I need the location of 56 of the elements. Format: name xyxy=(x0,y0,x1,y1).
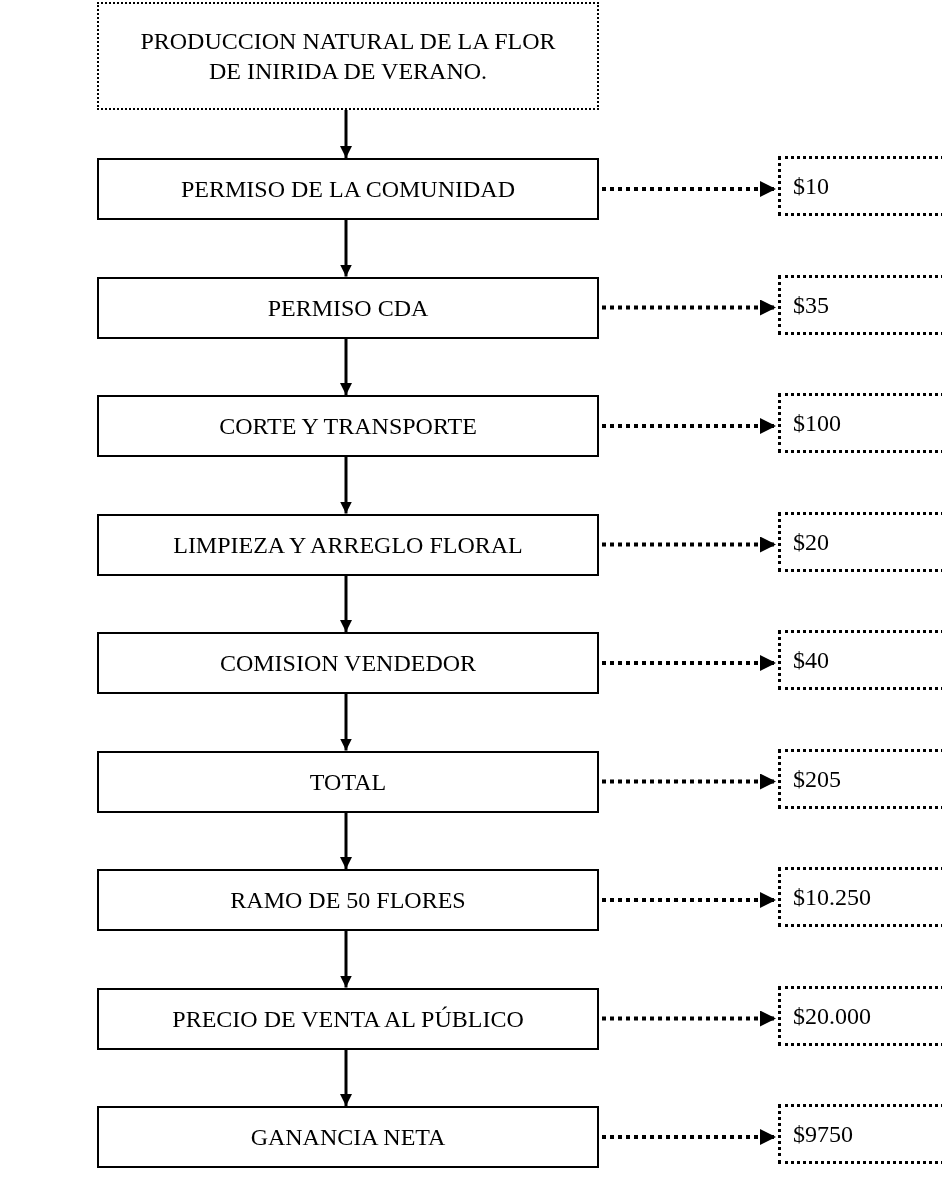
cost-box xyxy=(778,1104,942,1164)
dotted-arrow xyxy=(602,536,776,553)
arrow xyxy=(340,812,352,869)
dotted-arrow xyxy=(602,1129,776,1145)
process-box xyxy=(97,1106,599,1168)
node-text: $100 xyxy=(793,409,841,438)
dotted-arrow xyxy=(602,181,776,197)
arrow xyxy=(340,931,352,988)
process-box xyxy=(97,158,599,220)
node-text: PRODUCCION NATURAL DE LA FLOR DE INIRIDA DE VERANO. xyxy=(139,27,557,86)
node-text: $9750 xyxy=(793,1120,853,1149)
node-text: LIMPIEZA Y ARREGLO FLORAL xyxy=(173,530,523,560)
arrow xyxy=(340,220,352,277)
node-text: $205 xyxy=(793,764,841,794)
arrow xyxy=(340,575,352,632)
node-text: $35 xyxy=(793,290,829,320)
dotted-arrow xyxy=(602,418,776,434)
node-text: $40 xyxy=(793,646,829,675)
cost-box xyxy=(778,156,942,216)
process-box xyxy=(97,869,599,931)
process-box xyxy=(97,2,599,110)
process-box xyxy=(97,987,599,1050)
arrow xyxy=(340,457,352,514)
dotted-arrow xyxy=(602,1010,776,1027)
cost-box xyxy=(778,630,942,690)
cost-box xyxy=(778,985,942,1046)
node-text: $20 xyxy=(793,527,829,557)
arrow xyxy=(340,694,352,751)
arrow xyxy=(340,110,352,158)
cost-box xyxy=(778,274,942,335)
process-box xyxy=(97,276,599,339)
cost-box xyxy=(778,748,942,809)
node-text: $10.250 xyxy=(793,883,871,912)
process-box xyxy=(97,395,599,457)
dotted-arrow xyxy=(602,892,776,908)
cost-box xyxy=(778,511,942,572)
node-text: $20.000 xyxy=(793,1001,871,1031)
arrow xyxy=(340,338,352,395)
cost-box xyxy=(778,867,942,927)
cost-box xyxy=(778,393,942,453)
arrow xyxy=(340,1049,352,1106)
node-text: $10 xyxy=(793,172,829,201)
dotted-arrow xyxy=(602,773,776,790)
node-text: COMISION VENDEDOR xyxy=(219,649,477,678)
node-text: PRECIO DE VENTA AL PÚBLICO xyxy=(172,1004,524,1034)
node-text: TOTAL xyxy=(309,767,387,797)
node-text: RAMO DE 50 FLORES xyxy=(230,886,466,915)
process-box xyxy=(97,750,599,813)
node-text: GANANCIA NETA xyxy=(250,1123,446,1152)
process-box xyxy=(97,513,599,576)
node-text: PERMISO DE LA COMUNIDAD xyxy=(181,175,515,204)
dotted-arrow xyxy=(602,299,776,316)
node-text: PERMISO CDA xyxy=(267,293,429,323)
process-box xyxy=(97,632,599,694)
node-text: CORTE Y TRANSPORTE xyxy=(219,412,477,441)
dotted-arrow xyxy=(602,655,776,671)
